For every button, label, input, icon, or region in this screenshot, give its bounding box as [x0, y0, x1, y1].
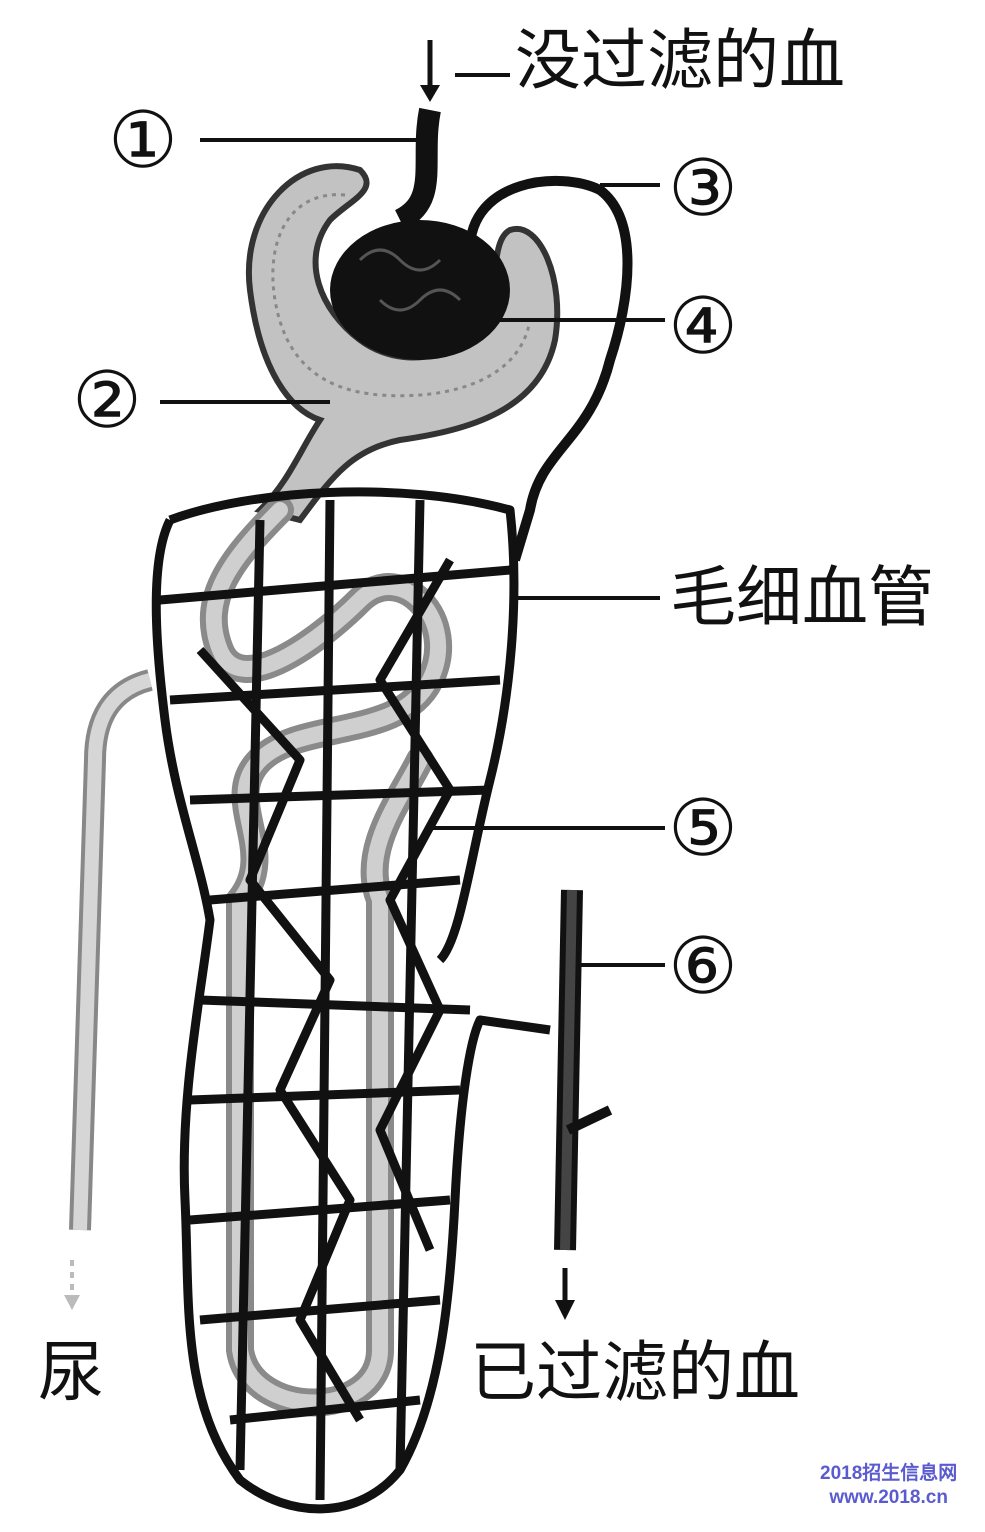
- glomerulus: [330, 40, 510, 360]
- renal-vein: [554, 889, 613, 1320]
- collecting-duct: [64, 669, 154, 1310]
- marker-3: ③: [668, 144, 738, 234]
- marker-2: ②: [72, 356, 142, 446]
- watermark-line1: 2018招生信息网: [820, 1463, 958, 1484]
- efferent-arteriole: [465, 175, 633, 562]
- marker-6: ⑥: [668, 922, 738, 1012]
- capillary-network: [151, 487, 551, 1514]
- label-urine: 尿: [38, 1334, 104, 1411]
- label-filtered-blood: 已过滤的血: [470, 1334, 800, 1411]
- marker-5: ⑤: [668, 784, 738, 874]
- marker-4: ④: [668, 282, 738, 372]
- label-unfiltered-blood: 没过滤的血: [515, 22, 845, 99]
- marker-1: ①: [108, 96, 178, 186]
- watermark-line2: www.2018.cn: [829, 1486, 948, 1508]
- leader-lines: [160, 73, 665, 967]
- label-capillary: 毛细血管: [670, 559, 934, 636]
- watermark: 2018招生信息网 www.2018.cn: [820, 1462, 957, 1510]
